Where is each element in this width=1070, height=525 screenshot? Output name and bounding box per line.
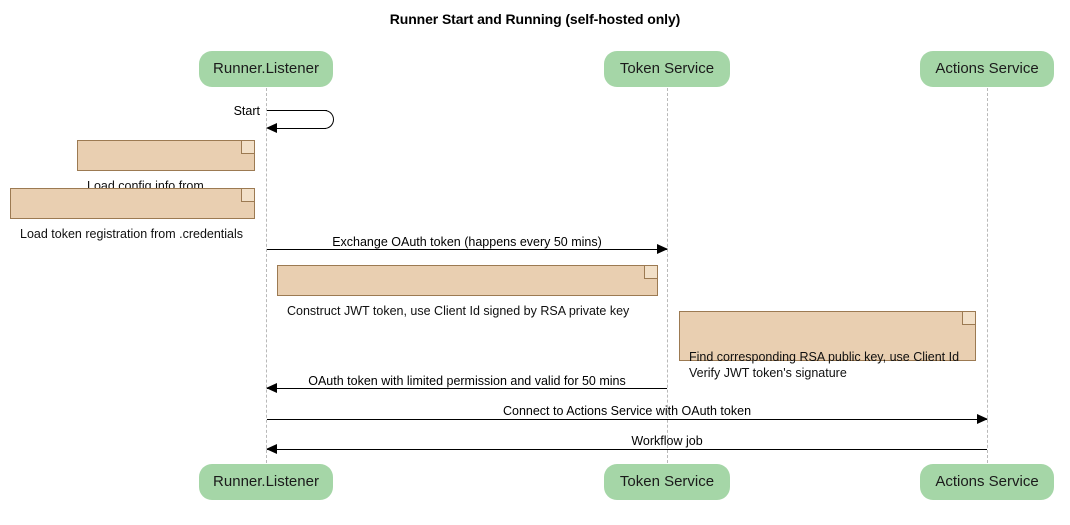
participant-label: Actions Service [935,473,1039,490]
note-fold-corner [241,189,254,202]
note-construct-jwt-token: Construct JWT token, use Client Id signe… [277,265,658,318]
message-arrowhead-exchange-oauth-token [657,244,668,254]
message-label-start: Start [233,104,260,118]
participant-token-bottom[interactable]: Token Service [604,464,730,500]
message-line-workflow-job [267,449,987,450]
self-loop-bottom-segment [276,128,326,129]
message-label-connect-actions-service: Connect to Actions Service with OAuth to… [502,404,752,418]
message-line-oauth-token-response [267,388,667,389]
note-fold-corner [644,266,657,279]
self-loop-arrowhead [266,123,277,133]
message-label-oauth-token-response: OAuth token with limited permission and … [308,374,626,388]
note-fold-corner [962,312,975,325]
lifeline-runner [266,88,267,463]
page-title: Runner Start and Running (self-hosted on… [389,11,681,27]
note-verify-jwt-signature: Find corresponding RSA public key, use C… [679,311,976,380]
participant-actions-bottom[interactable]: Actions Service [920,464,1054,500]
message-arrowhead-workflow-job [266,444,277,454]
participant-label: Runner.Listener [213,60,319,77]
participant-label: Actions Service [935,60,1039,77]
participant-label: Runner.Listener [213,473,319,490]
note-text: Construct JWT token, use Client Id signe… [287,304,630,318]
note-text: Load token registration from .credential… [20,227,244,241]
participant-actions-top[interactable]: Actions Service [920,51,1054,87]
message-label-exchange-oauth-token: Exchange OAuth token (happens every 50 m… [332,235,602,249]
participant-label: Token Service [619,473,715,490]
message-label-workflow-job: Workflow job [631,434,703,448]
note-fold-corner [241,141,254,154]
message-line-connect-actions-service [267,419,987,420]
participant-token-top[interactable]: Token Service [604,51,730,87]
message-arrowhead-connect-actions-service [977,414,988,424]
message-line-exchange-oauth-token [267,249,667,250]
note-text: Find corresponding RSA public key, use C… [689,350,960,380]
self-loop-top-segment [267,110,327,111]
message-arrowhead-oauth-token-response [266,383,277,393]
participant-label: Token Service [619,60,715,77]
note-load-config: Load config info from .runner [77,140,255,209]
participant-runner-top[interactable]: Runner.Listener [199,51,333,87]
lifeline-token [667,88,668,463]
note-load-token-registration: Load token registration from .credential… [10,188,255,241]
self-loop-curve [322,110,334,129]
participant-runner-bottom[interactable]: Runner.Listener [199,464,333,500]
lifeline-actions [987,88,988,463]
